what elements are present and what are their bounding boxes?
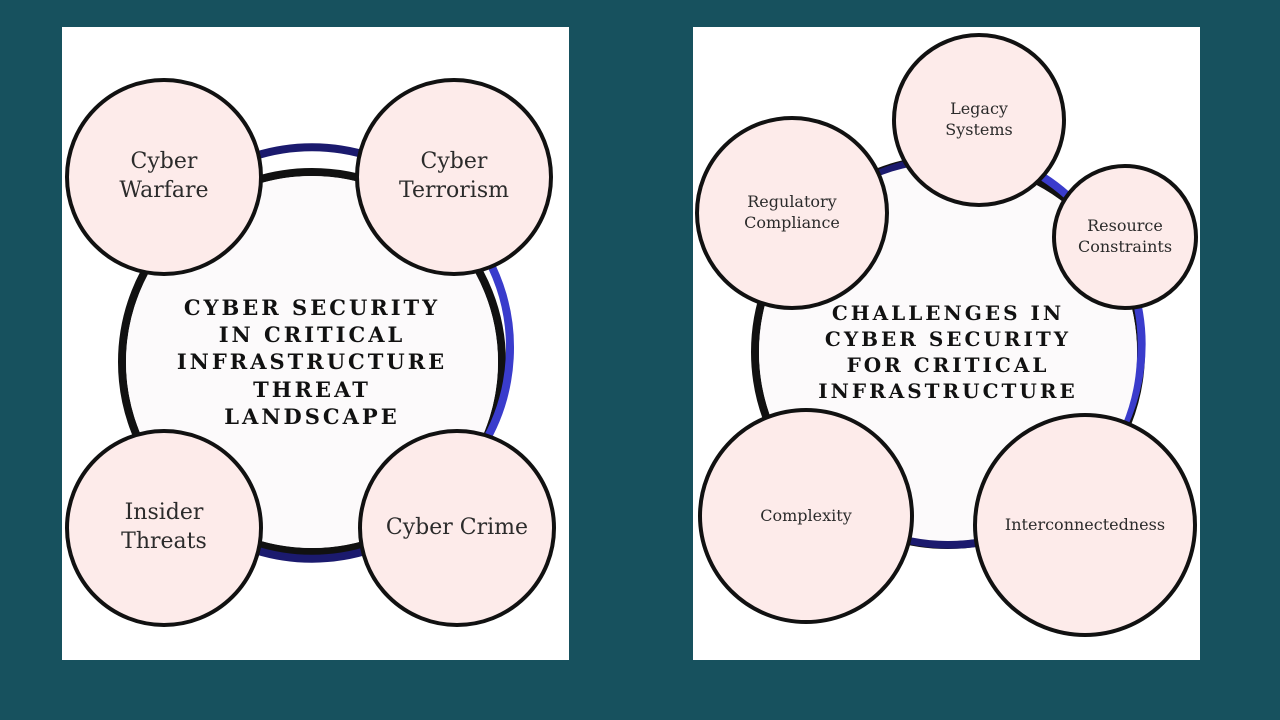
node-label: Interconnectedness (1004, 514, 1166, 534)
ring-segment-navy-bottom (250, 545, 374, 563)
node-cyber-crime: Cyber Crime (358, 429, 556, 627)
node-complexity: Complexity (698, 408, 914, 624)
ring-segment-blue-right (1119, 306, 1146, 429)
node-label: Regulatory Compliance (744, 192, 840, 232)
node-label: Cyber Crime (385, 514, 529, 540)
node-label: Cyber Warfare (119, 149, 209, 203)
node-label: Legacy Systems (945, 99, 1013, 139)
node-interconnectedness: Interconnectedness (973, 413, 1197, 637)
threat-landscape-panel: CYBER SECURITY IN CRITICAL INFRASTRUCTUR… (62, 27, 569, 660)
center-title: CYBER SECURITY IN CRITICAL INFRASTRUCTUR… (176, 294, 448, 429)
ring-segment-blue-right (478, 265, 514, 450)
ring-segment-black (118, 168, 506, 556)
node-label: Complexity (760, 505, 852, 525)
center-title: CHALLENGES IN CYBER SECURITY FOR CRITICA… (818, 301, 1078, 403)
node-legacy-systems: Legacy Systems (892, 33, 1066, 207)
ring-segment-navy-top (250, 143, 374, 161)
node-label: Insider Threats (121, 500, 207, 554)
node-label: Resource Constraints (1077, 216, 1173, 256)
node-insider-threats: Insider Threats (65, 429, 263, 627)
node-regulatory-compliance: Regulatory Compliance (695, 116, 889, 310)
challenges-panel: CHALLENGES IN CYBER SECURITY FOR CRITICA… (693, 27, 1200, 660)
node-cyber-terrorism: Cyber Terrorism (355, 78, 553, 276)
node-resource-constraints: Resource Constraints (1052, 164, 1198, 310)
node-cyber-warfare: Cyber Warfare (65, 78, 263, 276)
node-label: Cyber Terrorism (399, 149, 509, 203)
